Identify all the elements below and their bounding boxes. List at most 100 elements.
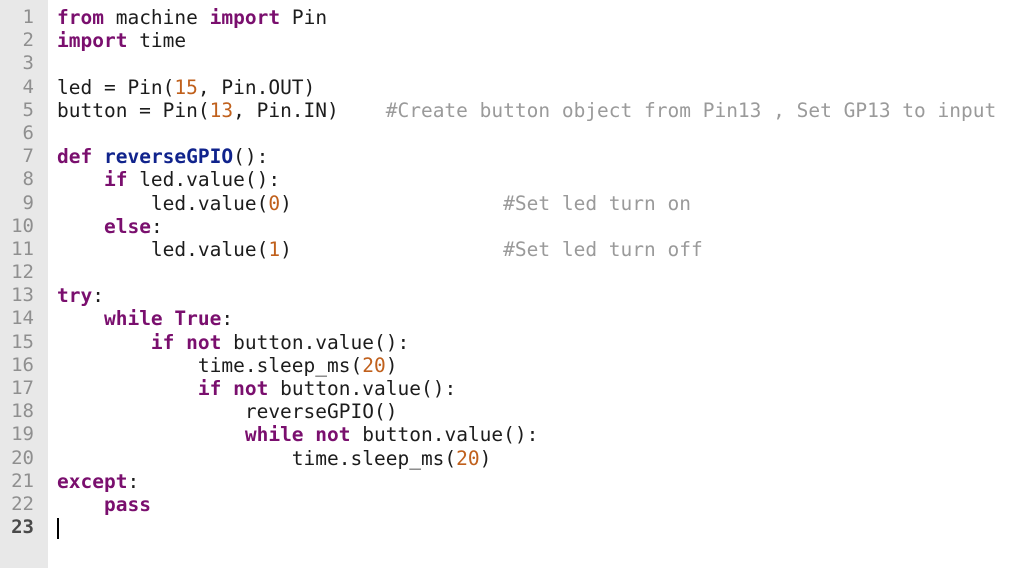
code-line[interactable]: 3 bbox=[0, 52, 1024, 75]
number-token: 13 bbox=[209, 98, 234, 122]
code-text bbox=[163, 307, 175, 330]
code-text: button.value(): bbox=[221, 330, 410, 354]
code-line[interactable]: 17 if not button.value(): bbox=[0, 377, 1024, 400]
code-text bbox=[57, 331, 151, 354]
comment-token: #Set led turn on bbox=[503, 191, 691, 215]
keyword-token: else bbox=[103, 214, 151, 238]
line-number: 14 bbox=[11, 307, 34, 330]
code-line[interactable]: 23 bbox=[0, 516, 1024, 540]
line-number: 20 bbox=[11, 446, 34, 469]
line-content: while True: bbox=[57, 307, 233, 330]
code-text: button.value(): bbox=[350, 423, 539, 447]
line-number: 21 bbox=[11, 469, 34, 492]
code-text: , Pin.IN) bbox=[233, 98, 386, 122]
comment-token: #Create button object from Pin13 , Set G… bbox=[385, 98, 997, 122]
line-number: 19 bbox=[11, 423, 34, 446]
keyword-token: from bbox=[57, 6, 104, 29]
code-text: ) bbox=[479, 446, 492, 470]
code-line[interactable]: 19 while not button.value(): bbox=[0, 423, 1024, 446]
code-line[interactable]: 22 pass bbox=[0, 493, 1024, 516]
number-token: 15 bbox=[174, 75, 198, 99]
code-text bbox=[221, 377, 233, 400]
code-text bbox=[174, 331, 186, 354]
text-cursor bbox=[57, 518, 59, 540]
line-number: 4 bbox=[22, 75, 34, 98]
code-text bbox=[57, 168, 104, 191]
code-text: time bbox=[127, 29, 187, 53]
code-text: machine bbox=[103, 6, 210, 29]
keyword-token: pass bbox=[103, 492, 151, 516]
code-text: : bbox=[127, 469, 140, 493]
number-token: 1 bbox=[268, 237, 281, 261]
line-content: import time bbox=[57, 29, 186, 52]
code-line[interactable]: 16 time.sleep_ms(20) bbox=[0, 354, 1024, 377]
line-content: led = Pin(15, Pin.OUT) bbox=[57, 76, 315, 99]
code-line[interactable]: 18 reverseGPIO() bbox=[0, 400, 1024, 423]
code-line[interactable]: 13 try: bbox=[0, 284, 1024, 307]
line-number: 7 bbox=[22, 145, 34, 168]
code-text: reverseGPIO() bbox=[57, 400, 398, 424]
code-text: time.sleep_ms( bbox=[57, 353, 363, 377]
line-content: while not button.value(): bbox=[57, 423, 539, 447]
line-content: except: bbox=[57, 470, 139, 493]
line-content: from machine import Pin bbox=[57, 6, 327, 29]
line-content: if led.value(): bbox=[57, 168, 280, 191]
keyword-token: True bbox=[174, 307, 222, 331]
line-content: reverseGPIO() bbox=[57, 400, 398, 424]
code-line[interactable]: 10 else: bbox=[0, 215, 1024, 238]
code-text: led.value( bbox=[57, 191, 269, 215]
line-content: led.value(1) #Set led turn off bbox=[57, 238, 703, 261]
code-text: ) bbox=[280, 191, 504, 215]
line-number: 3 bbox=[22, 52, 34, 75]
code-line[interactable]: 7 def reverseGPIO(): bbox=[0, 145, 1024, 168]
code-text: Pin bbox=[280, 6, 328, 29]
code-line[interactable]: 12 bbox=[0, 261, 1024, 284]
code-line[interactable]: 4 led = Pin(15, Pin.OUT) bbox=[0, 76, 1024, 99]
code-text: led = Pin( bbox=[57, 75, 175, 99]
line-content: try: bbox=[57, 284, 104, 307]
code-line[interactable]: 21 except: bbox=[0, 470, 1024, 493]
code-line[interactable]: 1 from machine import Pin bbox=[0, 6, 1024, 29]
code-line[interactable]: 9 led.value(0) #Set led turn on bbox=[0, 192, 1024, 215]
line-number: 2 bbox=[22, 29, 34, 52]
number-token: 20 bbox=[456, 446, 480, 470]
code-text bbox=[92, 145, 104, 168]
code-text bbox=[57, 307, 104, 330]
comment-token: #Set led turn off bbox=[503, 237, 703, 261]
code-line[interactable]: 11 led.value(1) #Set led turn off bbox=[0, 238, 1024, 261]
line-number: 10 bbox=[11, 214, 34, 237]
code-text bbox=[57, 423, 245, 446]
code-text bbox=[304, 423, 316, 446]
keyword-token: if bbox=[197, 377, 222, 400]
line-number: 13 bbox=[11, 284, 34, 307]
code-line[interactable]: 14 while True: bbox=[0, 307, 1024, 330]
code-text: , Pin.OUT) bbox=[197, 75, 316, 99]
line-number: 16 bbox=[11, 353, 34, 376]
keyword-token: not bbox=[233, 377, 269, 400]
line-content: button = Pin(13, Pin.IN) #Create button … bbox=[57, 99, 996, 122]
code-line[interactable]: 2 import time bbox=[0, 29, 1024, 52]
code-line[interactable]: 15 if not button.value(): bbox=[0, 331, 1024, 354]
keyword-token: import bbox=[57, 29, 128, 53]
keyword-token: while bbox=[103, 307, 163, 331]
keyword-token: try bbox=[57, 284, 93, 308]
line-content bbox=[57, 516, 59, 540]
line-number: 8 bbox=[22, 168, 34, 191]
number-token: 20 bbox=[362, 353, 386, 377]
code-text: : bbox=[150, 214, 163, 238]
line-number: 12 bbox=[11, 261, 34, 284]
code-line[interactable]: 20 time.sleep_ms(20) bbox=[0, 447, 1024, 470]
line-content: led.value(0) #Set led turn on bbox=[57, 192, 691, 215]
keyword-token: except bbox=[57, 469, 128, 493]
code-text: button.value(): bbox=[268, 377, 457, 400]
line-content: if not button.value(): bbox=[57, 377, 456, 400]
code-line[interactable]: 6 bbox=[0, 122, 1024, 145]
code-text: ) bbox=[385, 353, 398, 377]
code-line[interactable]: 8 if led.value(): bbox=[0, 168, 1024, 191]
code-text: : bbox=[221, 307, 234, 331]
line-number: 1 bbox=[22, 6, 34, 28]
line-content: def reverseGPIO(): bbox=[57, 145, 268, 168]
